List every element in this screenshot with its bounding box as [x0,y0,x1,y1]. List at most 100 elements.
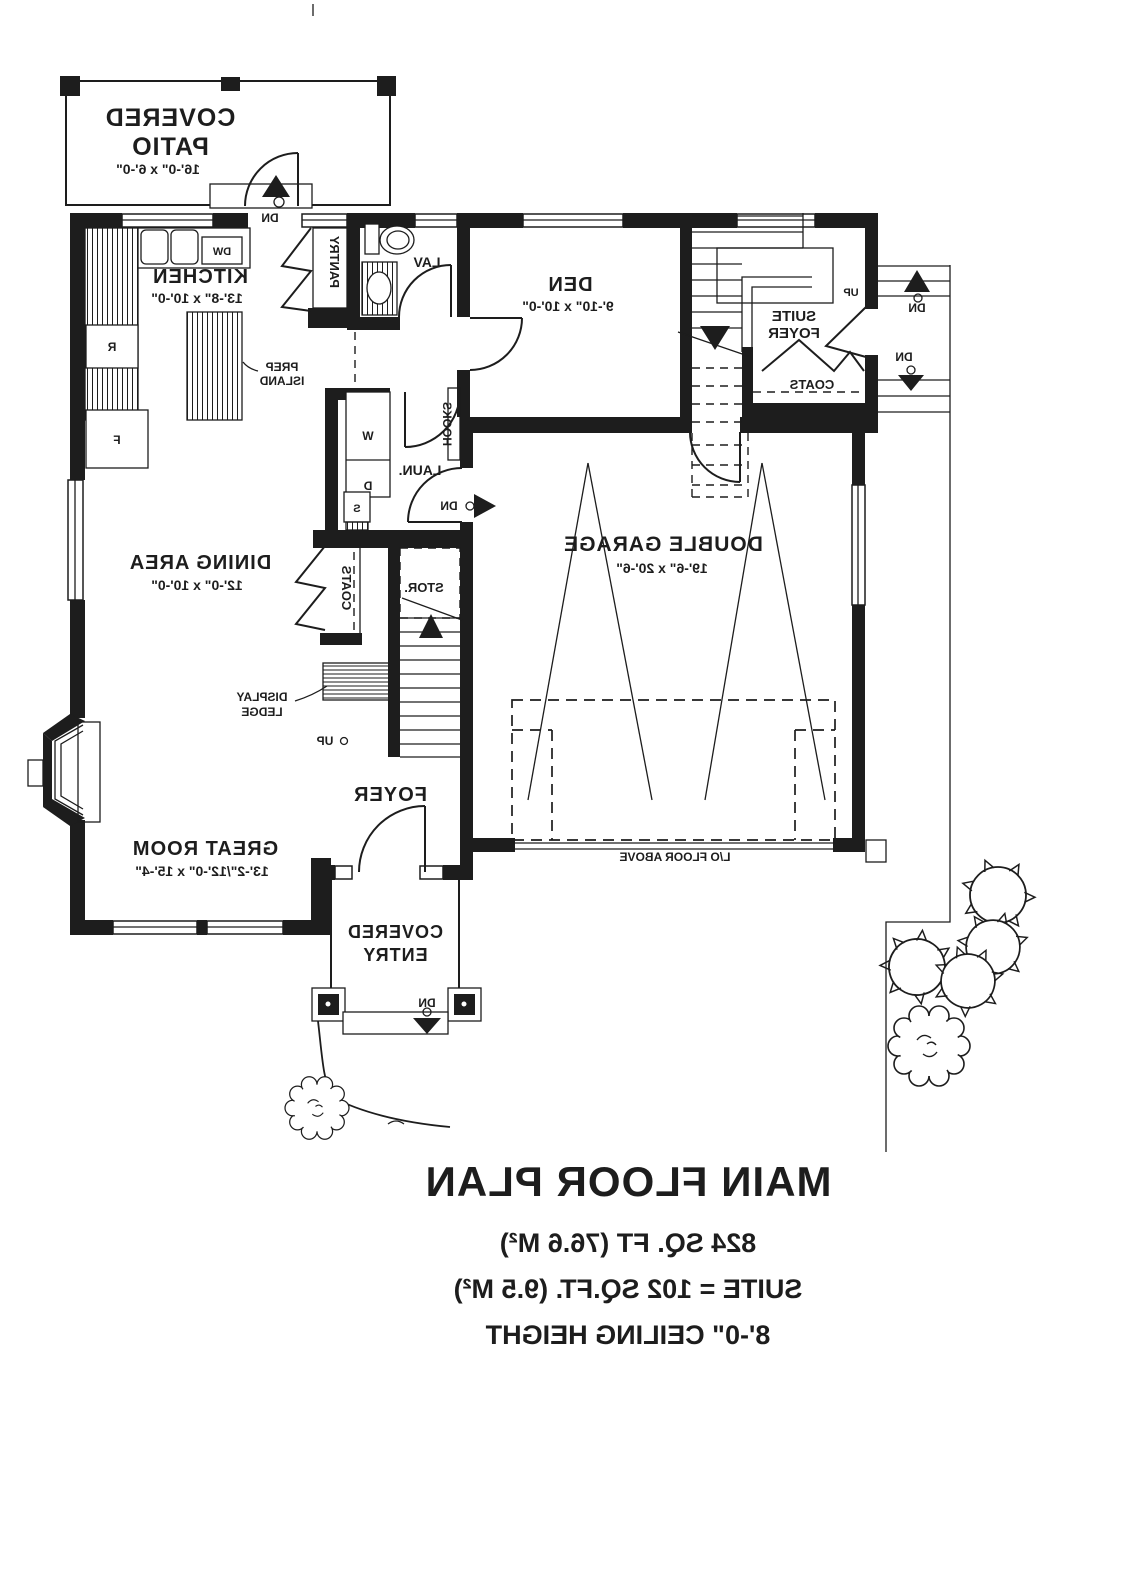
dim-label-den: 9'-10" x 10'-0" [522,298,614,314]
door-garage-mudhall [407,467,463,523]
hooks-strip-icon [447,387,461,461]
fridge-icon [85,409,149,469]
fixture-label-fridge: F [113,433,120,447]
walls [70,213,878,935]
room-label-great-room: GREAT ROOM [132,838,278,860]
display-ledge-leader [294,685,328,702]
room-label-suite-foyer: SUITE [772,308,816,325]
side-steps [878,265,950,413]
room-label-lav: LAV [413,254,441,270]
fixture-label-display-ledge: DISPLAY [237,690,288,704]
dim-label-dining: 12'-0" x 10'-0" [151,577,243,593]
entry-post-left [311,987,346,1022]
nav-label-dn-side-upper: DN [908,301,925,315]
entry-post-right [447,987,482,1022]
window-greatroom-2 [206,920,284,935]
washer-dryer-icon [345,391,391,498]
garage-graphics [511,462,887,863]
nav-label-dn-garage: DN [440,499,457,513]
window-entry-sidelite-2 [419,865,444,880]
nav-label-dn-entry: DN [418,996,435,1010]
toilet-icon [364,223,380,255]
door-front [358,805,426,873]
window-greatroom-1 [112,920,198,935]
covered-entry-structure [311,880,482,1035]
side-steps-up-arrow-icon [904,270,930,292]
room-label-hall-coats: COATS [339,565,354,610]
dim-label-garage: 19'-6" x 20'-6" [616,560,708,576]
room-label-covered-patio-2: PATIO [131,133,209,161]
room-label-covered-patio: COVERED [105,104,236,132]
nav-label-dn-side-lower: DN [895,350,912,364]
bush-icon [284,1076,350,1140]
door-patio [244,152,299,207]
vanity-sink-icon [366,271,392,305]
side-steps-down-arrow-icon [898,375,924,391]
fixture-label-prep-island: PREP [266,360,299,374]
patio-step-arrow-icon [262,175,290,197]
stair-up-arrow-icon [419,614,443,638]
room-label-dining: DINING AREA [129,552,271,574]
window-stair [736,213,816,228]
floor-above-outline [511,699,836,841]
laundry-fixtures [343,391,391,531]
stair-down-arrow-icon [700,326,730,350]
window-patio-sidelite [301,213,348,228]
fixture-label-dryer: D [363,479,372,493]
dim-label-great-room: 13'-2"/12'-0" x 15'-4" [135,863,268,879]
property-line [885,265,951,1152]
garage-step-arrow-icon [474,494,496,518]
room-label-kitchen: KITCHEN [152,266,248,288]
room-label-suite-coats: COATS [789,377,834,392]
room-label-foyer: FOYER [353,784,427,806]
nav-label-up-suite: UP [843,287,858,299]
fixture-label-sink: S [353,503,360,515]
fixture-label-prep-island-2: ISLAND [259,374,304,388]
door-den [469,317,523,371]
door-garage-stair [689,431,741,483]
bifold-suite-coats [761,338,865,373]
dim-label-covered-patio: 16'-0" x 6'-0" [116,161,200,177]
shrub-icon [887,1005,971,1087]
room-label-pantry: PANTRY [327,236,342,288]
fixture-label-washer: W [362,429,374,443]
lav-fixtures [361,223,415,316]
room-label-garage: DOUBLE GARAGE [563,533,763,556]
labels: COVERED PATIO 16'-0" x 6'-0" KITCHEN 13'… [105,104,926,1010]
title-line2: 824 SQ. FT (76.6 M²) [500,1228,757,1258]
pantry-box [312,227,348,309]
kitchen-counters [84,227,251,469]
room-label-covered-entry: COVERED [347,922,443,942]
title-line3: SUITE = 102 SQ.FT. (9.5 M²) [454,1274,803,1304]
bifold-pantry [280,227,313,312]
kitchen-sink-icon [140,229,169,265]
dishwasher-icon [201,236,243,265]
landscaping [284,4,1044,1152]
window-lav [414,213,458,228]
nav-label-dn-patio: DN [261,211,278,225]
room-label-suite-foyer-2: FOYER [768,325,820,342]
door-laundry [404,391,461,448]
prep-island-icon [186,311,243,421]
room-label-den: DEN [547,274,592,296]
room-label-laundry: LAUN. [399,462,442,478]
range-icon [85,324,139,369]
label-floor-above: L/O FLOOR ABOVE [620,850,731,864]
nav-label-up-stair: UP [317,734,334,748]
car-space-2 [704,462,826,801]
window-entry-sidelite-1 [334,865,353,880]
window-dining [67,479,84,601]
door-lav [398,264,452,318]
doors [244,152,867,873]
title-line4: 8'-0" CEILING HEIGHT [485,1320,770,1350]
room-label-covered-entry-2: ENTRY [362,945,427,965]
window-den [522,213,624,228]
entry-down-arrow-icon [413,1018,441,1034]
bifold-hall-coats [294,545,327,631]
stairs-main [294,597,463,758]
door-suite-exterior [824,306,867,358]
window-garage [851,484,866,606]
car-space-1 [527,462,653,801]
windows [67,213,866,935]
